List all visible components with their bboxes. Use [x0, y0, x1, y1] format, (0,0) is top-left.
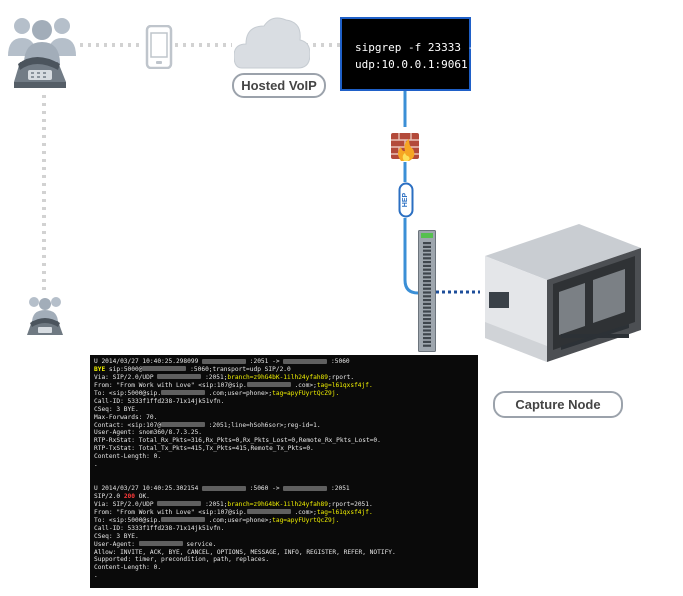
switch-port	[423, 291, 431, 294]
console-line: Content-Length: 0.	[94, 564, 162, 572]
console-line: Content-Length: 0.	[94, 453, 162, 461]
switch-port	[423, 299, 431, 302]
switch-port	[423, 280, 431, 283]
redacted-block	[157, 501, 202, 507]
switch-port	[423, 287, 431, 290]
console-line: Via: SIP/2.0/UDP :2051;branch=z9hG4bK-1i…	[94, 373, 355, 381]
switch-port	[423, 283, 431, 286]
switch-port	[423, 337, 431, 340]
switch-port	[423, 249, 431, 252]
switch-port	[423, 325, 431, 328]
console-line: Call-ID: 5333f1ffd238-71x14jk51vfn.	[94, 397, 225, 405]
console-line: U 2014/03/27 10:40:25.298099 :2051 -> :5…	[94, 358, 350, 365]
server-icon	[485, 224, 641, 362]
switch-port	[423, 302, 431, 305]
console-line: From: "From Work with Love" <sip:107@sip…	[94, 508, 373, 516]
console-line: From: "From Work with Love" <sip:107@sip…	[94, 381, 373, 389]
switch-port	[423, 333, 431, 336]
sipgrep-console-output: U 2014/03/27 10:40:25.298099 :2051 -> :5…	[90, 355, 478, 588]
redacted-block	[161, 422, 206, 427]
hosted-voip-label: Hosted VoIP	[232, 73, 326, 98]
console-line: U 2014/03/27 10:40:25.302154 :5060 -> :2…	[94, 485, 350, 492]
network-switch-icon	[418, 230, 436, 352]
redacted-block	[246, 509, 291, 515]
console-line: To: <sip:5000@sip. .com;user=phone>;tag=…	[94, 516, 340, 524]
redacted-block	[283, 358, 328, 364]
console-line: .	[94, 461, 98, 469]
firewall-icon	[391, 133, 419, 161]
switch-port	[423, 242, 431, 245]
redacted-block	[157, 374, 202, 380]
console-line: RTP-TxStat: Total_Tx_Pkts=415,Tx_Pkts=41…	[94, 445, 314, 453]
switch-port	[423, 257, 431, 260]
redacted-block	[246, 382, 291, 388]
console-line: Allow: INVITE, ACK, BYE, CANCEL, OPTIONS…	[94, 548, 396, 556]
console-line: To: <sip:5000@sip. .com;user=phone>;tag=…	[94, 389, 340, 397]
capture-node-label: Capture Node	[493, 391, 623, 418]
redacted-block	[161, 390, 206, 396]
console-line: User-Agent: snom360/8.7.3.25.	[94, 429, 203, 437]
switch-port	[423, 318, 431, 321]
redacted-block	[138, 541, 183, 547]
switch-port	[423, 321, 431, 324]
console-line: BYE sip:5000@ :5060;transport=udp SIP/2.…	[94, 365, 291, 373]
switch-port	[423, 295, 431, 298]
users-with-phone-icon	[8, 18, 76, 88]
command-line-2: udp:10.0.0.1:9061	[355, 58, 468, 71]
cloud-icon	[234, 17, 310, 69]
switch-port	[423, 253, 431, 256]
hep-capsule-icon	[398, 182, 414, 218]
switch-port	[423, 329, 431, 332]
switch-port	[423, 314, 431, 317]
switch-port	[423, 261, 431, 264]
sipgrep-command-box: sipgrep -f 23333 -H udp:10.0.0.1:9061	[340, 17, 481, 91]
switch-port	[423, 306, 431, 309]
console-line: Via: SIP/2.0/UDP :2051;branch=z9hG4bK-1i…	[94, 500, 373, 508]
dotted-links	[42, 43, 340, 292]
console-line: Contact: <sip:107@ :2051;line=hSoh6sor>;…	[94, 421, 321, 429]
switch-port	[423, 272, 431, 275]
switch-port	[423, 276, 431, 279]
console-line: CSeq: 3 BYE.	[94, 532, 139, 540]
console-line: Supported: timer, precondition, path, re…	[94, 556, 270, 564]
mobile-phone-icon	[145, 25, 173, 69]
switch-port	[423, 268, 431, 271]
redacted-block	[283, 485, 328, 491]
redacted-block	[202, 358, 247, 364]
hep-link	[403, 91, 419, 295]
switch-port	[423, 310, 431, 313]
console-line: User-Agent: service.	[94, 540, 217, 548]
console-line: Max-Forwards: 70.	[94, 413, 158, 421]
console-line: RTP-RxStat: Total_Rx_Pkts=316,Rx_Pkts=0,…	[94, 437, 381, 445]
redacted-block	[161, 517, 206, 523]
phone-group-icon	[27, 297, 63, 335]
redacted-block	[202, 485, 247, 491]
switch-port	[423, 264, 431, 267]
switch-port	[423, 340, 431, 343]
console-line: Call-ID: 5333f1ffd238-71x14jk51vfn.	[94, 524, 225, 532]
switch-port	[423, 344, 431, 347]
hep-label: HEP	[402, 192, 409, 208]
console-line: .	[94, 572, 98, 580]
redacted-block	[142, 366, 187, 372]
switch-port	[423, 245, 431, 248]
console-line: SIP/2.0 200 OK.	[94, 492, 150, 500]
command-line-1: sipgrep -f 23333 -H	[355, 41, 481, 54]
console-line: CSeq: 3 BYE.	[94, 405, 139, 413]
